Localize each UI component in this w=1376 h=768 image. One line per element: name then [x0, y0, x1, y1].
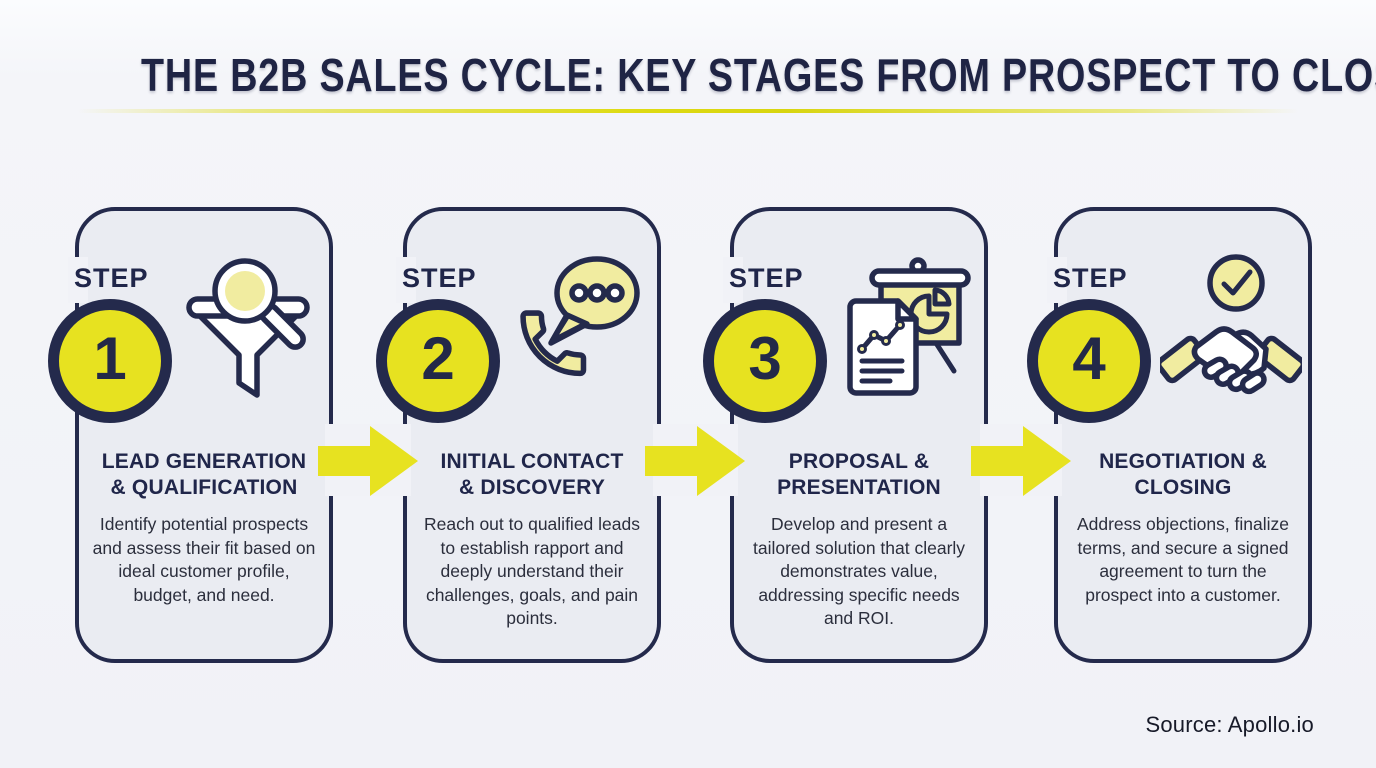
step-card-negotiation: STEP 4 NEGOTIATION &	[1027, 207, 1312, 663]
card-title-line2: PRESENTATION	[777, 476, 941, 499]
step-card-proposal: STEP 3	[703, 207, 988, 663]
phone-chat-icon	[520, 256, 640, 377]
card-title-line1: INITIAL CONTACT	[440, 450, 624, 473]
border-gap	[723, 257, 743, 303]
card-title: NEGOTIATION & CLOSING	[1058, 449, 1308, 501]
title-underline-decoration	[78, 109, 1298, 113]
step-number: 2	[421, 325, 455, 392]
card-title-line1: LEAD GENERATION	[101, 450, 307, 473]
card-description: Address objections, finalize terms, and …	[1076, 514, 1290, 605]
step-card-initial-contact: STEP 2 INITIAL CONTACT & DISCOVERY Reach…	[376, 207, 661, 663]
card-description: Develop and present a tailored solution …	[752, 514, 966, 628]
step-number-badge: 2	[376, 299, 500, 423]
arrow-right-icon	[971, 426, 1071, 496]
card-title-line2: & QUALIFICATION	[110, 476, 298, 499]
border-gap	[68, 257, 88, 303]
funnel-magnifier-icon	[181, 251, 323, 413]
border-gap	[1047, 257, 1067, 303]
page-title-text: THE B2B SALES CYCLE: KEY STAGES FROM PRO…	[141, 49, 1376, 101]
card-description: Reach out to qualified leads to establis…	[424, 514, 640, 628]
card-title: LEAD GENERATION & QUALIFICATION	[79, 449, 329, 501]
arrow-right-icon	[645, 426, 745, 496]
step-number: 1	[93, 325, 127, 392]
card-title: INITIAL CONTACT & DISCOVERY	[407, 449, 657, 501]
handshake-check-icon	[1155, 254, 1307, 395]
arrow-right-icon	[318, 426, 418, 496]
step-number: 3	[748, 325, 782, 392]
step-label: STEP	[729, 263, 804, 293]
card-title-line1: NEGOTIATION &	[1099, 450, 1267, 473]
source-attribution: Source: Apollo.io	[1145, 712, 1314, 737]
step-label: STEP	[74, 263, 149, 293]
presentation-chart-icon	[836, 251, 978, 413]
step-number-badge: 1	[48, 299, 172, 423]
handshake-check-icon	[1155, 251, 1307, 413]
step-card-lead-generation: STEP 1 LEAD GENERATION & QUALIFICATION I…	[48, 207, 333, 663]
page-title: THE B2B SALES CYCLE: KEY STAGES FROM PRO…	[0, 48, 1376, 102]
step-number-badge: 3	[703, 299, 827, 423]
step-number-badge: 4	[1027, 299, 1151, 423]
border-gap	[396, 257, 416, 303]
step-label: STEP	[402, 263, 477, 293]
card-description: Identify potential prospects and assess …	[92, 514, 316, 605]
card-title-line2: CLOSING	[1134, 476, 1232, 499]
step-number: 4	[1072, 325, 1106, 392]
step-label: STEP	[1053, 263, 1128, 293]
card-title-line2: & DISCOVERY	[458, 476, 606, 499]
card-title-line1: PROPOSAL &	[788, 450, 930, 473]
presentation-chart-icon	[847, 257, 971, 396]
phone-chat-icon	[509, 251, 651, 413]
funnel-magnifier-icon	[186, 258, 310, 398]
card-title: PROPOSAL & PRESENTATION	[734, 449, 984, 501]
